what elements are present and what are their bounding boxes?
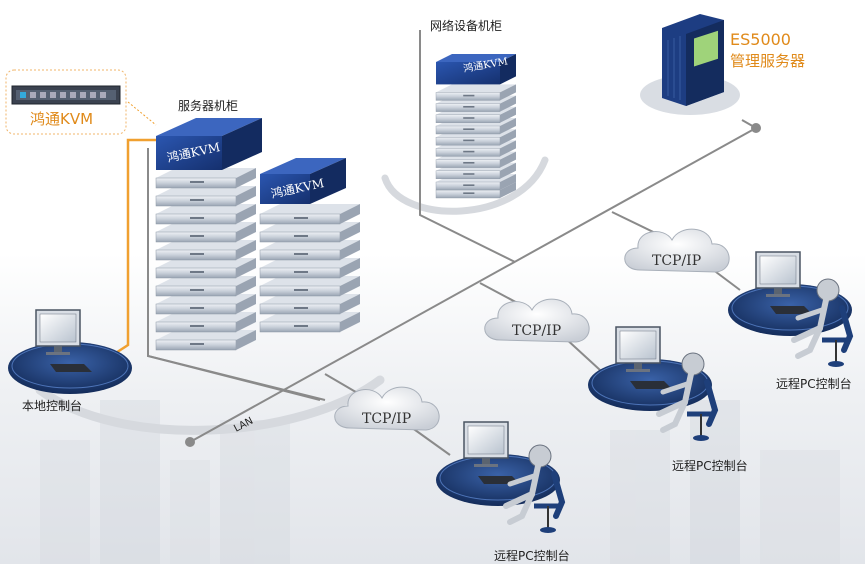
remote-console-label: 远程PC控制台 [776,376,852,391]
es-desc-label: 管理服务器 [730,52,805,70]
swoosh-arc [381,156,549,215]
tcp-ip-label: TCP/IP [512,323,561,339]
local-console-label: 本地控制台 [22,398,82,413]
kvm-link-line [107,138,156,360]
remote-console-3: 远程PC控制台 [727,251,852,391]
local-console: 本地控制台 [7,309,133,413]
network-cabinet-label: 网络设备机柜 [430,18,502,33]
server-rack-a: 鸿通KVM [155,118,262,351]
remote-console-1: 远程PC控制台 [435,421,570,563]
remote-console-label: 远程PC控制台 [494,548,570,563]
tcp-ip-cloud-1: TCP/IP [334,386,440,431]
kvm-badge-label: 鸿通KVM [30,110,93,128]
kvm-badge: 鸿通KVM [5,69,127,135]
server-rack-b: 鸿通KVM [259,158,361,333]
lan-endpoint-dot [185,437,195,447]
server-rack-icon [259,158,361,333]
tcp-ip-cloud-3: TCP/IP [624,228,730,273]
server-cabinet-label: 服务器机柜 [178,98,238,113]
es-model-label: ES5000 [730,30,791,49]
tcp-ip-label: TCP/IP [362,411,411,427]
tcp-ip-cloud-2: TCP/IP [484,298,590,343]
workstation-icon [7,309,133,395]
management-server-icon [640,14,740,115]
remote-console-label: 远程PC控制台 [672,458,748,473]
tcp-ip-label: TCP/IP [652,253,701,269]
kvm-switch-icon [11,85,121,105]
network-rack-icon: 鸿通KVM [435,54,517,199]
lan-endpoint-dot [751,123,761,133]
management-server: ES5000 管理服务器 [640,14,805,115]
server-rack-icon [155,118,262,351]
remote-console-2: 远程PC控制台 [587,326,748,473]
kvm-callout-line [127,101,157,126]
